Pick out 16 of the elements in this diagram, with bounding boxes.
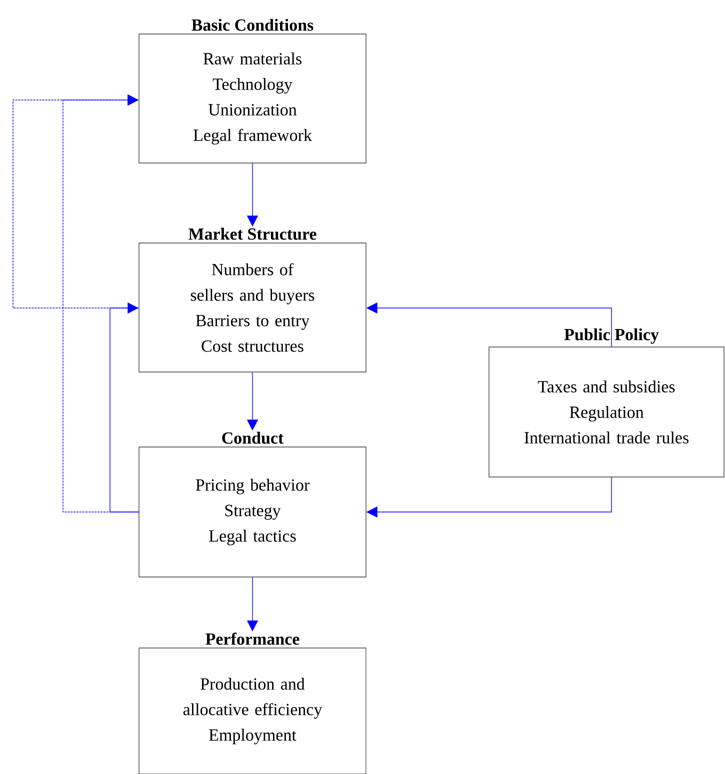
heading: Market Structure (188, 228, 316, 240)
text-box: Taxes and subsidies Regulation International trade rules (488, 346, 724, 478)
heading: Performance (206, 632, 300, 645)
node-label: Unionization (208, 104, 297, 116)
text-box: Raw materials Technology Unionization Legal framework (138, 34, 366, 164)
heading: Conduct (222, 432, 284, 444)
arrow (12, 94, 139, 308)
text-box: Production and allocative efficiency Employment (138, 648, 366, 774)
node-label: Raw materials (203, 52, 302, 64)
heading: Basic Conditions (192, 18, 314, 31)
text-box: Pricing behavior Strategy Legal tactics (138, 446, 366, 578)
node-label: Technology (212, 78, 292, 94)
arrow (110, 302, 139, 512)
text-box: Numbers of sellers and buyers Barriers to entry Cost structures (138, 242, 366, 372)
node-label: Legal framework (194, 128, 312, 144)
heading: Public Policy (564, 328, 659, 344)
